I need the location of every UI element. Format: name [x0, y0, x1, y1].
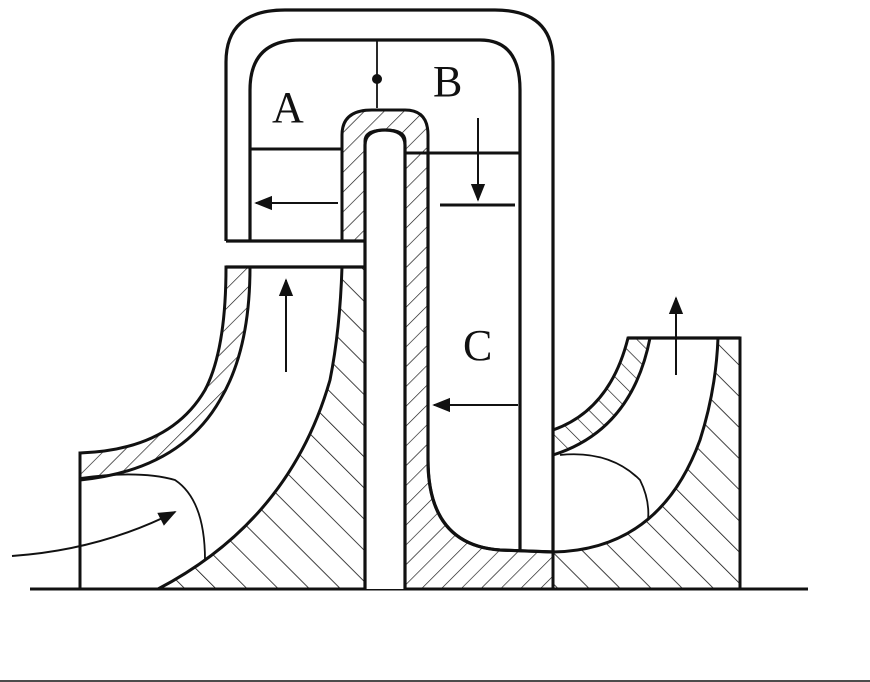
label-c: C — [463, 321, 492, 370]
right-wall-curve — [426, 153, 554, 554]
label-a: A — [272, 83, 304, 132]
label-b: B — [433, 57, 462, 106]
outer-casing — [224, 8, 555, 552]
left-inlet-curve — [79, 473, 206, 561]
arrow-inlet — [11, 511, 177, 557]
left-impeller-shroud — [78, 265, 252, 482]
central-shaft — [363, 128, 407, 589]
left-impeller-hub — [157, 265, 367, 591]
inner-casing — [248, 38, 522, 552]
pointer-dot — [372, 74, 382, 84]
right-impeller-hub — [551, 336, 742, 591]
right-inlet-curve — [559, 453, 650, 521]
right-impeller-shroud — [551, 336, 652, 458]
